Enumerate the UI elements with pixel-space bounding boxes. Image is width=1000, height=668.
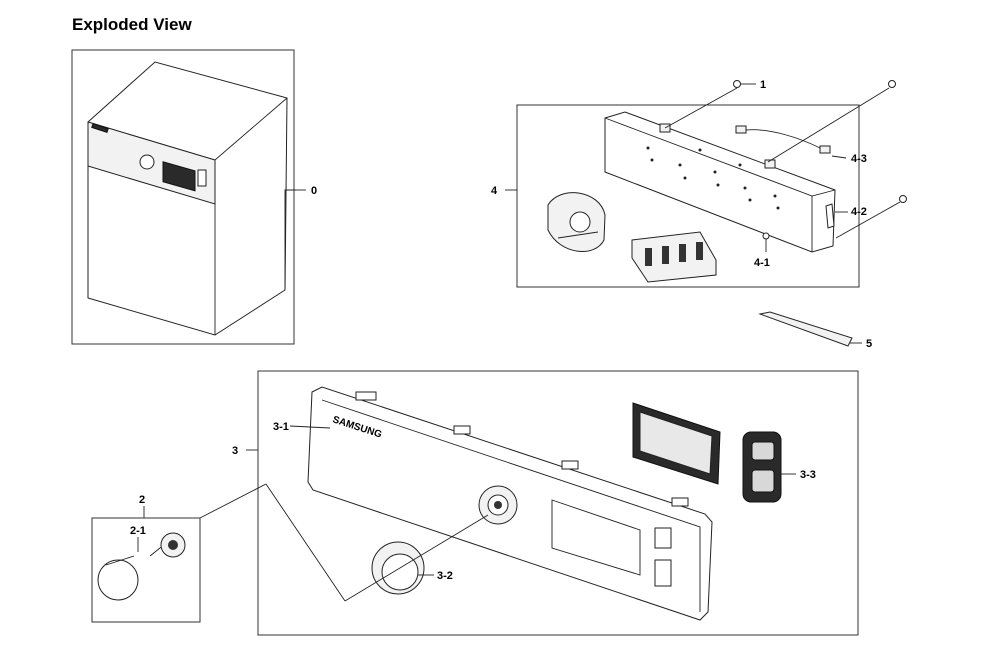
trim-strip: [758, 311, 853, 347]
label-3: 3: [232, 445, 238, 457]
assembly-2-knob: 2 2-1: [91, 483, 267, 623]
clip-4-2: [825, 203, 835, 229]
panel-tab-2: [453, 425, 471, 435]
leader-0: [284, 189, 296, 290]
cabinet-logo: [91, 122, 109, 134]
label-4-2: 4-2: [851, 206, 867, 218]
leader-screw-right: [835, 201, 901, 239]
panel-tab-4: [671, 497, 689, 507]
control-panel-face-edge: [321, 399, 701, 612]
screw-4-1: [762, 232, 770, 240]
leader-1-target: [664, 87, 738, 129]
panel-button-bottom: [654, 559, 672, 587]
leader-knob-to-panel: [344, 514, 489, 602]
leader-4-3: [831, 155, 847, 159]
screw-top-right: [888, 80, 896, 88]
pcb-dots: [646, 146, 780, 210]
cabinet-body: [87, 61, 288, 336]
button-holder: [631, 231, 717, 283]
assembly-4-frame: [516, 104, 860, 288]
leader-screw-top-right: [767, 87, 890, 163]
label-3-2: 3-2: [437, 570, 453, 582]
cabinet-knob: [139, 154, 155, 170]
cabinet-button: [197, 169, 207, 187]
knob-bezel-inner: [381, 553, 419, 591]
part-5-trim: 5: [758, 311, 872, 350]
label-3-1: 3-1: [273, 421, 289, 433]
screw-1: [733, 80, 741, 88]
knob-cap-edge: [105, 555, 135, 566]
label-4-3: 4-3: [851, 153, 867, 165]
assembly-0-frame: [71, 49, 295, 345]
label-5: 5: [866, 338, 872, 350]
encoder-rib: [557, 231, 599, 239]
knob-adapter-hole: [168, 540, 178, 550]
assembly-3-frame: [257, 370, 859, 636]
assembly-4-pcb: 4 4-3 1 4-2: [491, 79, 907, 288]
button-holder-slots: [645, 242, 703, 266]
harness-plug-a: [735, 125, 747, 134]
harness-plug-b: [819, 145, 831, 154]
label-2-1: 2-1: [130, 525, 146, 537]
button-cluster-top: [751, 441, 775, 461]
assembly-3-panel: 3 SAMSUNG 3-1 3-3 3-2: [232, 370, 859, 636]
button-cluster-bottom: [751, 469, 775, 493]
panel-tab-1: [355, 391, 377, 401]
assembly-0-cabinet: 0: [71, 49, 317, 345]
label-3-3: 3-3: [800, 469, 816, 481]
screw-right: [899, 195, 907, 203]
panel-button-top: [654, 527, 672, 549]
label-0: 0: [311, 185, 317, 197]
harness-wire: [745, 129, 821, 149]
encoder-shaft: [569, 211, 591, 233]
panel-knob-hole: [494, 501, 502, 509]
label-2: 2: [139, 494, 145, 506]
leader-3-1: [289, 425, 331, 429]
page-title: Exploded View: [72, 15, 192, 34]
panel-tab-3: [561, 460, 579, 470]
cabinet-display: [162, 161, 196, 192]
pcb-connector-b: [764, 159, 776, 169]
pcb-tray: [604, 111, 836, 253]
display-lens-screen: [639, 411, 713, 475]
label-4: 4: [491, 185, 498, 197]
knob-cap: [97, 559, 139, 601]
leader-knob-to-assembly-2: [265, 483, 346, 602]
label-4-1: 4-1: [754, 257, 770, 269]
leader-2-frame: [199, 483, 267, 519]
label-1: 1: [760, 79, 766, 91]
assembly-2-frame: [91, 517, 201, 623]
panel-display-window: [551, 499, 641, 576]
